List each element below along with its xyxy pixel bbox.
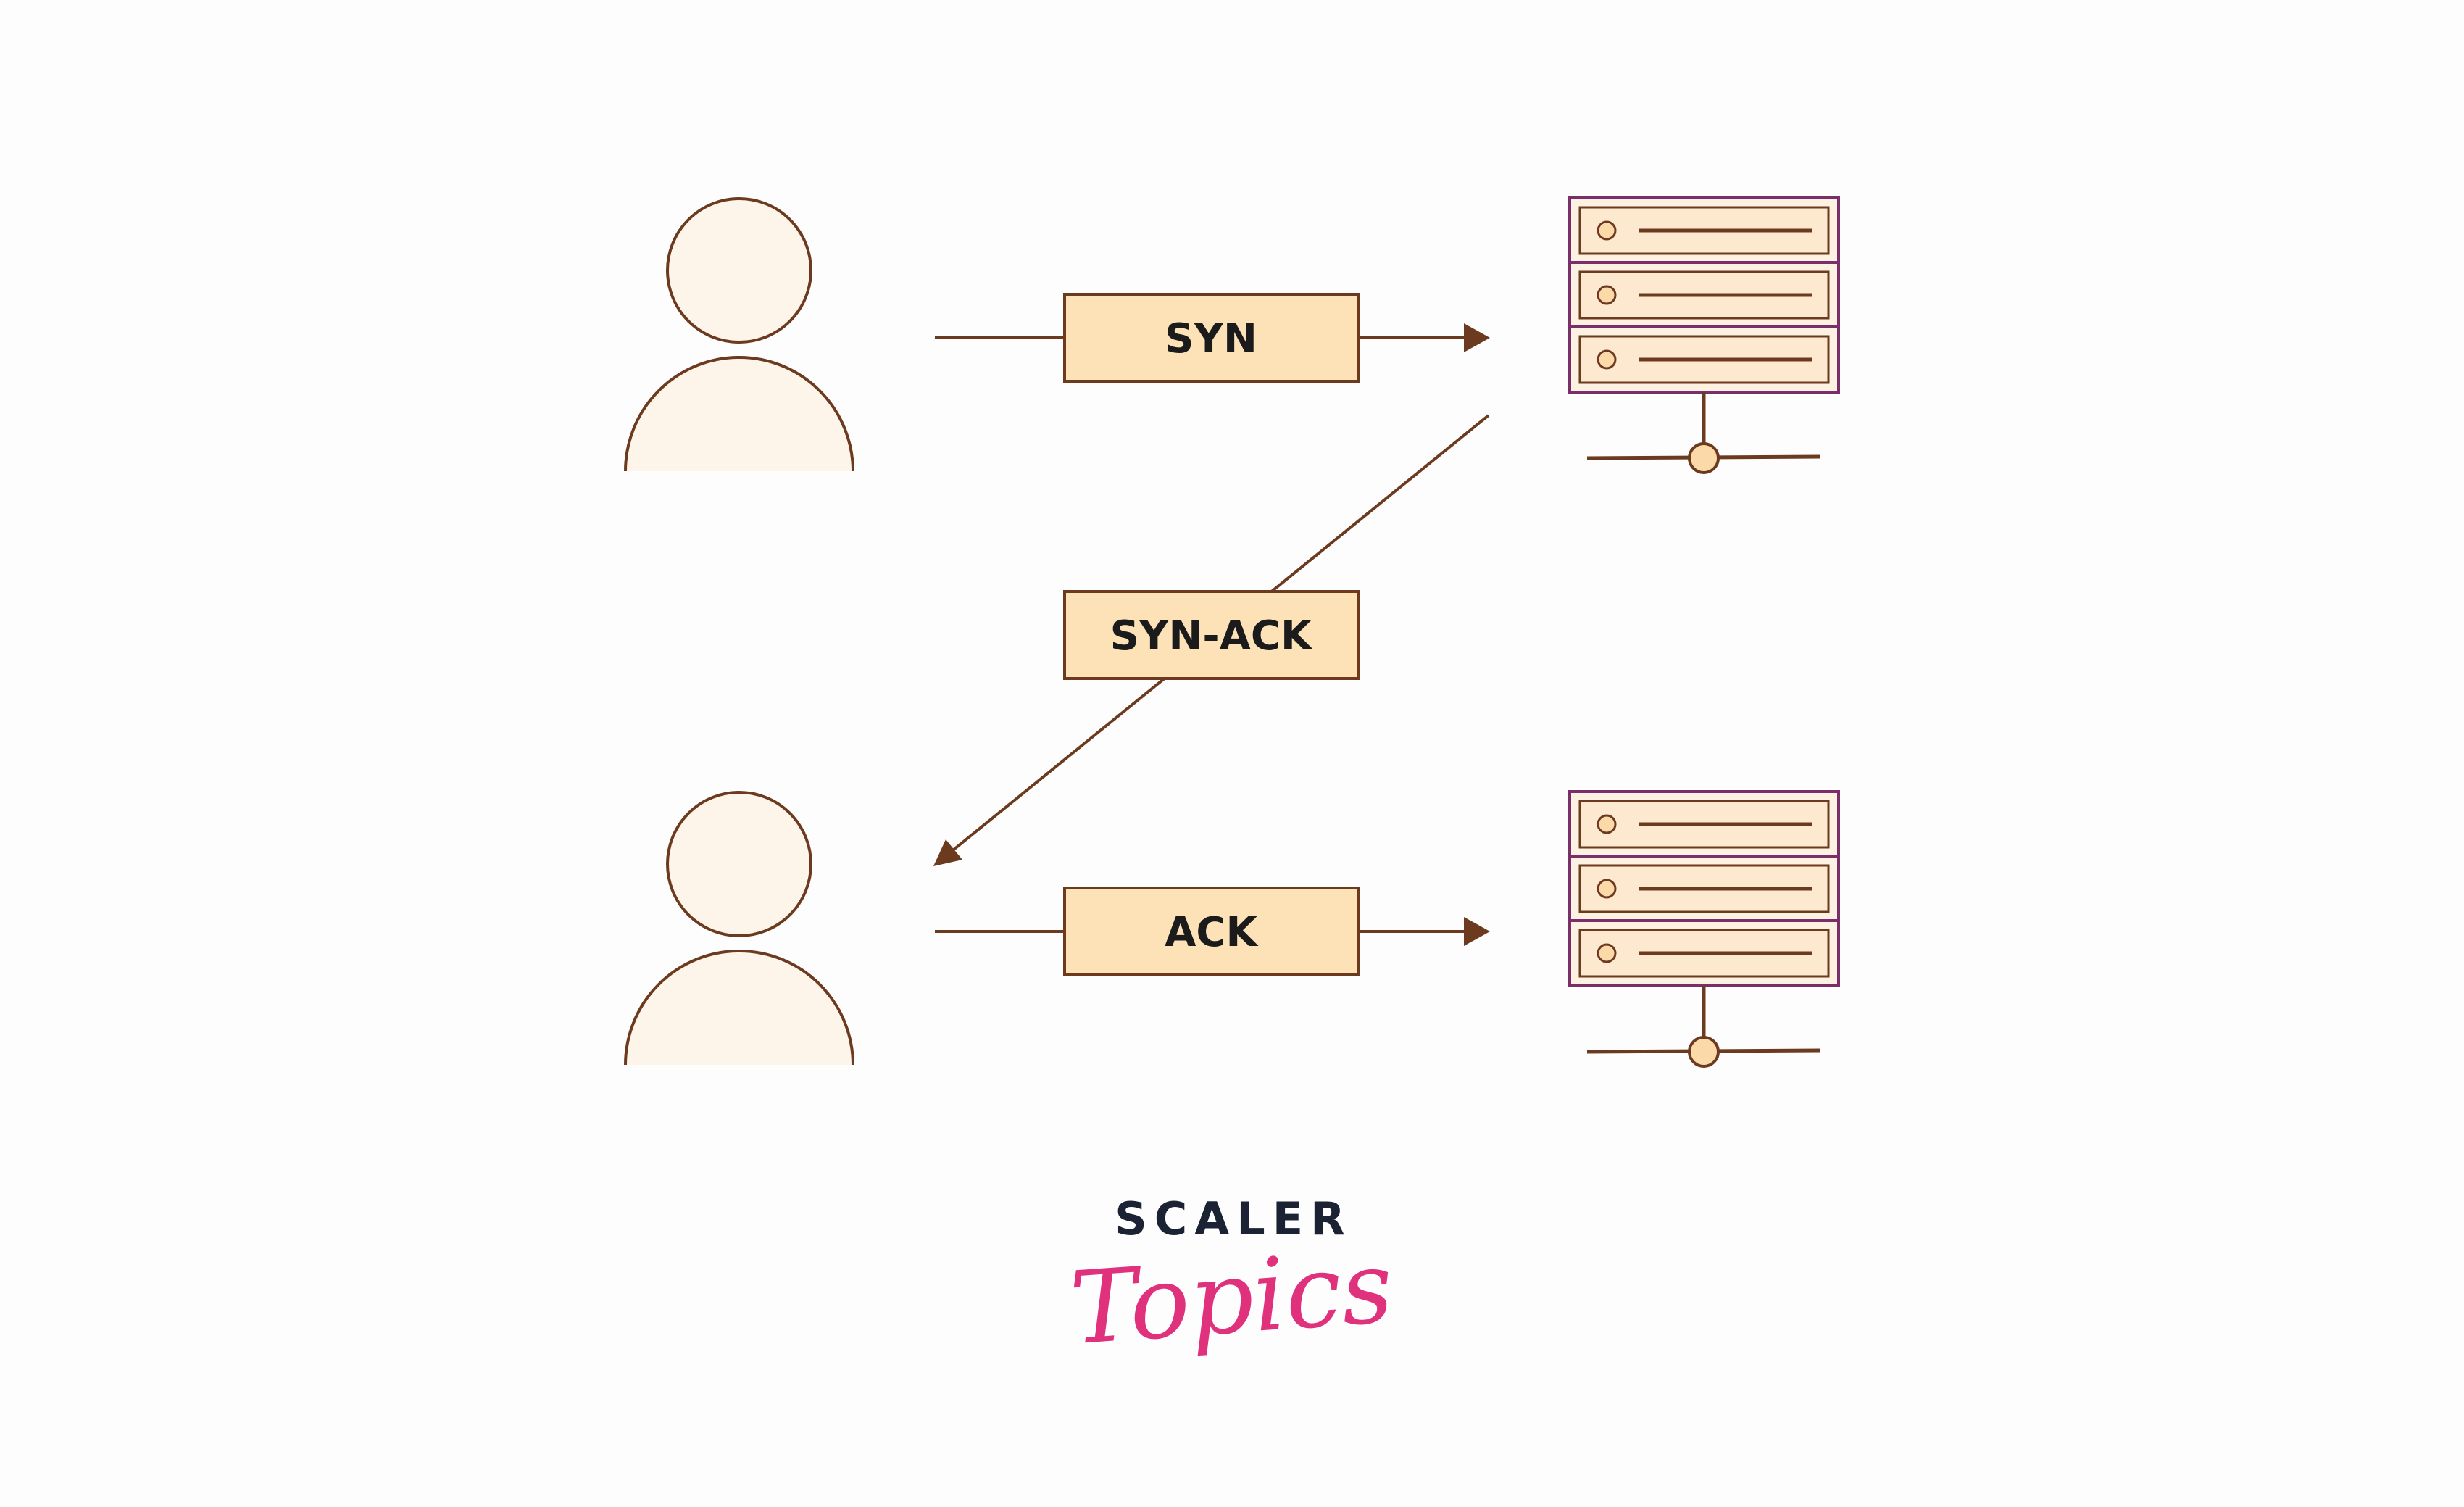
brand-bottom-text: Topics — [1067, 1229, 1397, 1368]
arrow-icon — [933, 839, 962, 866]
arrow-icon — [1464, 917, 1490, 946]
server-icon-top — [1568, 196, 1840, 474]
client-person-icon-bottom — [624, 791, 854, 1066]
syn-ack-label: SYN-ACK — [1110, 613, 1314, 660]
scaler-topics-logo: SCALER Topics — [1067, 1192, 1397, 1367]
client-person-icon-top — [624, 197, 854, 472]
syn-ack-label-box: SYN-ACK — [1063, 590, 1360, 680]
server-icon-bottom — [1568, 790, 1840, 1068]
ack-label-box: ACK — [1063, 887, 1360, 976]
brand-top-text: SCALER — [1115, 1192, 1352, 1245]
syn-label: SYN — [1165, 315, 1257, 362]
ack-label: ACK — [1165, 909, 1259, 956]
syn-label-box: SYN — [1063, 293, 1360, 383]
arrow-icon — [1464, 323, 1490, 352]
